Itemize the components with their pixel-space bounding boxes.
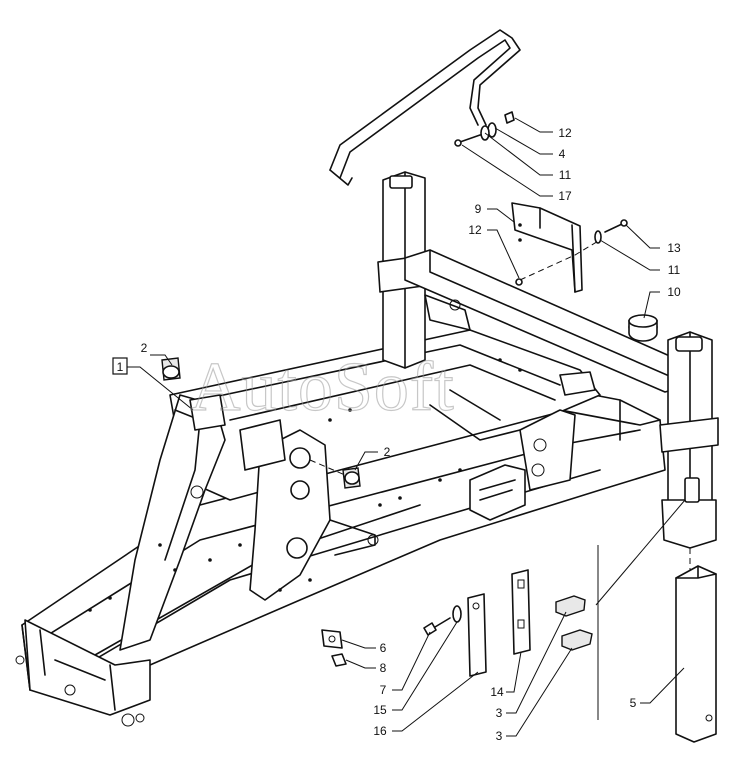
- rear-cross-bar: [404, 249, 691, 396]
- callout-labels: 1 2 2 12 4 11 17 9 12 13 11 10 6 8 7 15 …: [112, 126, 681, 743]
- bar-14: [511, 569, 531, 655]
- callout-14: 14: [490, 685, 504, 699]
- bolt-7: [423, 605, 462, 636]
- callout-1: 1: [117, 360, 124, 374]
- callout-16: 16: [373, 724, 387, 738]
- right-post: [659, 331, 719, 570]
- leader-3-frame: [595, 499, 686, 606]
- callout-11-top: 11: [559, 168, 572, 182]
- bushing-2-lower: [309, 459, 361, 489]
- callout-7: 7: [380, 683, 387, 697]
- callout-2-lower: 2: [384, 445, 391, 459]
- callout-3-lower: 3: [496, 729, 503, 743]
- callout-15: 15: [373, 703, 387, 717]
- grommet-10: [628, 314, 658, 342]
- callout-6: 6: [380, 641, 387, 655]
- boxed-callout-frame: [112, 357, 128, 375]
- callout-4: 4: [559, 147, 566, 161]
- handle-hardware: [454, 111, 515, 147]
- callout-9: 9: [475, 202, 482, 216]
- pad-3-lower: [561, 629, 593, 651]
- callout-10: 10: [667, 285, 681, 299]
- callout-2-upper: 2: [141, 341, 148, 355]
- main-frame: [15, 329, 666, 727]
- callout-3-upper: 3: [496, 706, 503, 720]
- left-post: [377, 171, 431, 369]
- plate-15: [467, 593, 487, 677]
- nut-8: [331, 653, 347, 667]
- bracket-9: [511, 202, 628, 293]
- leader-lines: [127, 117, 685, 737]
- callout-5: 5: [630, 696, 637, 710]
- pad-3-upper: [555, 595, 586, 617]
- callout-13: 13: [667, 241, 681, 255]
- watermark: AutoSoft: [190, 349, 455, 426]
- bushing-2-upper: [161, 357, 181, 381]
- callout-8: 8: [380, 661, 387, 675]
- grab-handle: [329, 29, 521, 186]
- callout-17: 17: [558, 189, 572, 203]
- callout-12-bracket: 12: [468, 223, 482, 237]
- callout-12-top: 12: [558, 126, 572, 140]
- plate-6: [321, 629, 343, 649]
- post-extension-5: [675, 565, 717, 743]
- callout-11-bracket: 11: [668, 263, 681, 277]
